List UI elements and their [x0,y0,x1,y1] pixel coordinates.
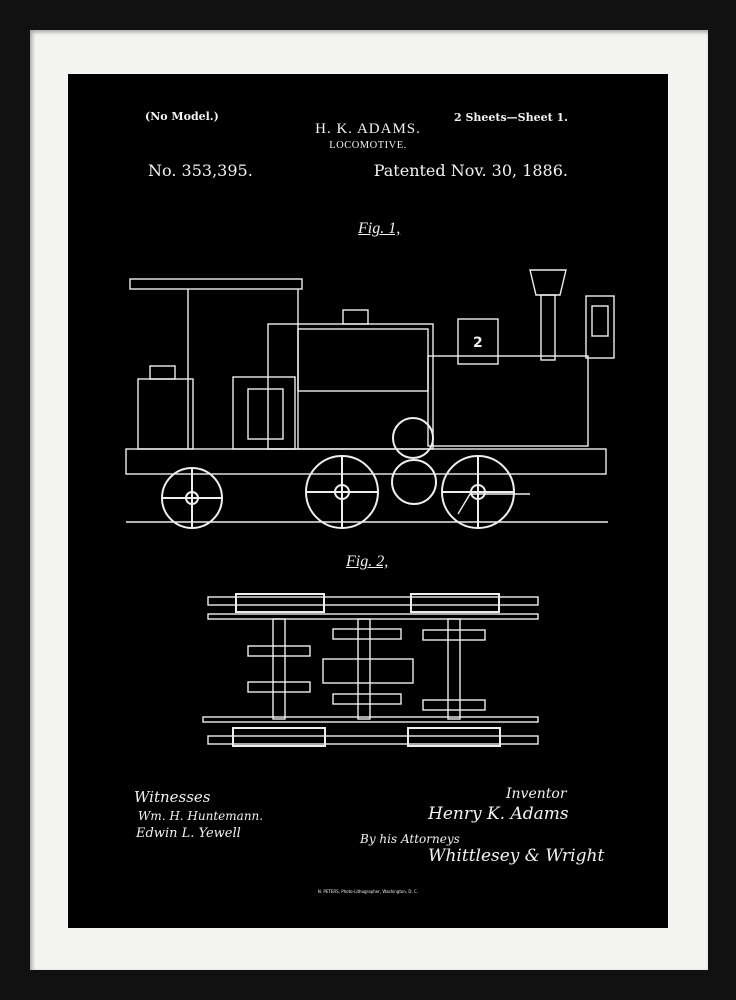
fig1-wheels [161,417,515,529]
fig2-gearing-plan [202,593,539,747]
model-note: (No Model.) [145,110,219,123]
fig1-label: Fig. 1, [358,220,401,237]
witnesses-label: Witnesses [134,788,211,806]
inventor-label: Inventor [506,786,567,802]
locomotive-drawing: 2 [125,269,615,747]
fig2-label: Fig. 2, [346,553,389,570]
patent-number: No. 353,395. [148,161,253,180]
fig1-locomotive-side-view: 2 [125,269,615,523]
patent-print: (No Model.) 2 Sheets—Sheet 1. H. K. ADAM… [68,74,668,928]
attorney-signature: Whittlesey & Wright [428,846,605,866]
inventor-signature: Henry K. Adams [428,804,569,824]
sheets-note: 2 Sheets—Sheet 1. [453,111,568,124]
inventor-name: H. K. ADAMS. [315,121,421,137]
witness-2-signature: Edwin L. Yewell [136,826,241,841]
attorneys-label: By his Attorneys [360,832,460,846]
witness-1-signature: Wm. H. Huntemann. [138,809,264,823]
printer-note: N. PETERS, Photo-Lithographer, Washingto… [317,889,419,894]
patent-subject: LOCOMOTIVE. [329,140,407,151]
engine-number: 2 [473,335,483,351]
patent-date: Patented Nov. 30, 1886. [373,161,568,180]
